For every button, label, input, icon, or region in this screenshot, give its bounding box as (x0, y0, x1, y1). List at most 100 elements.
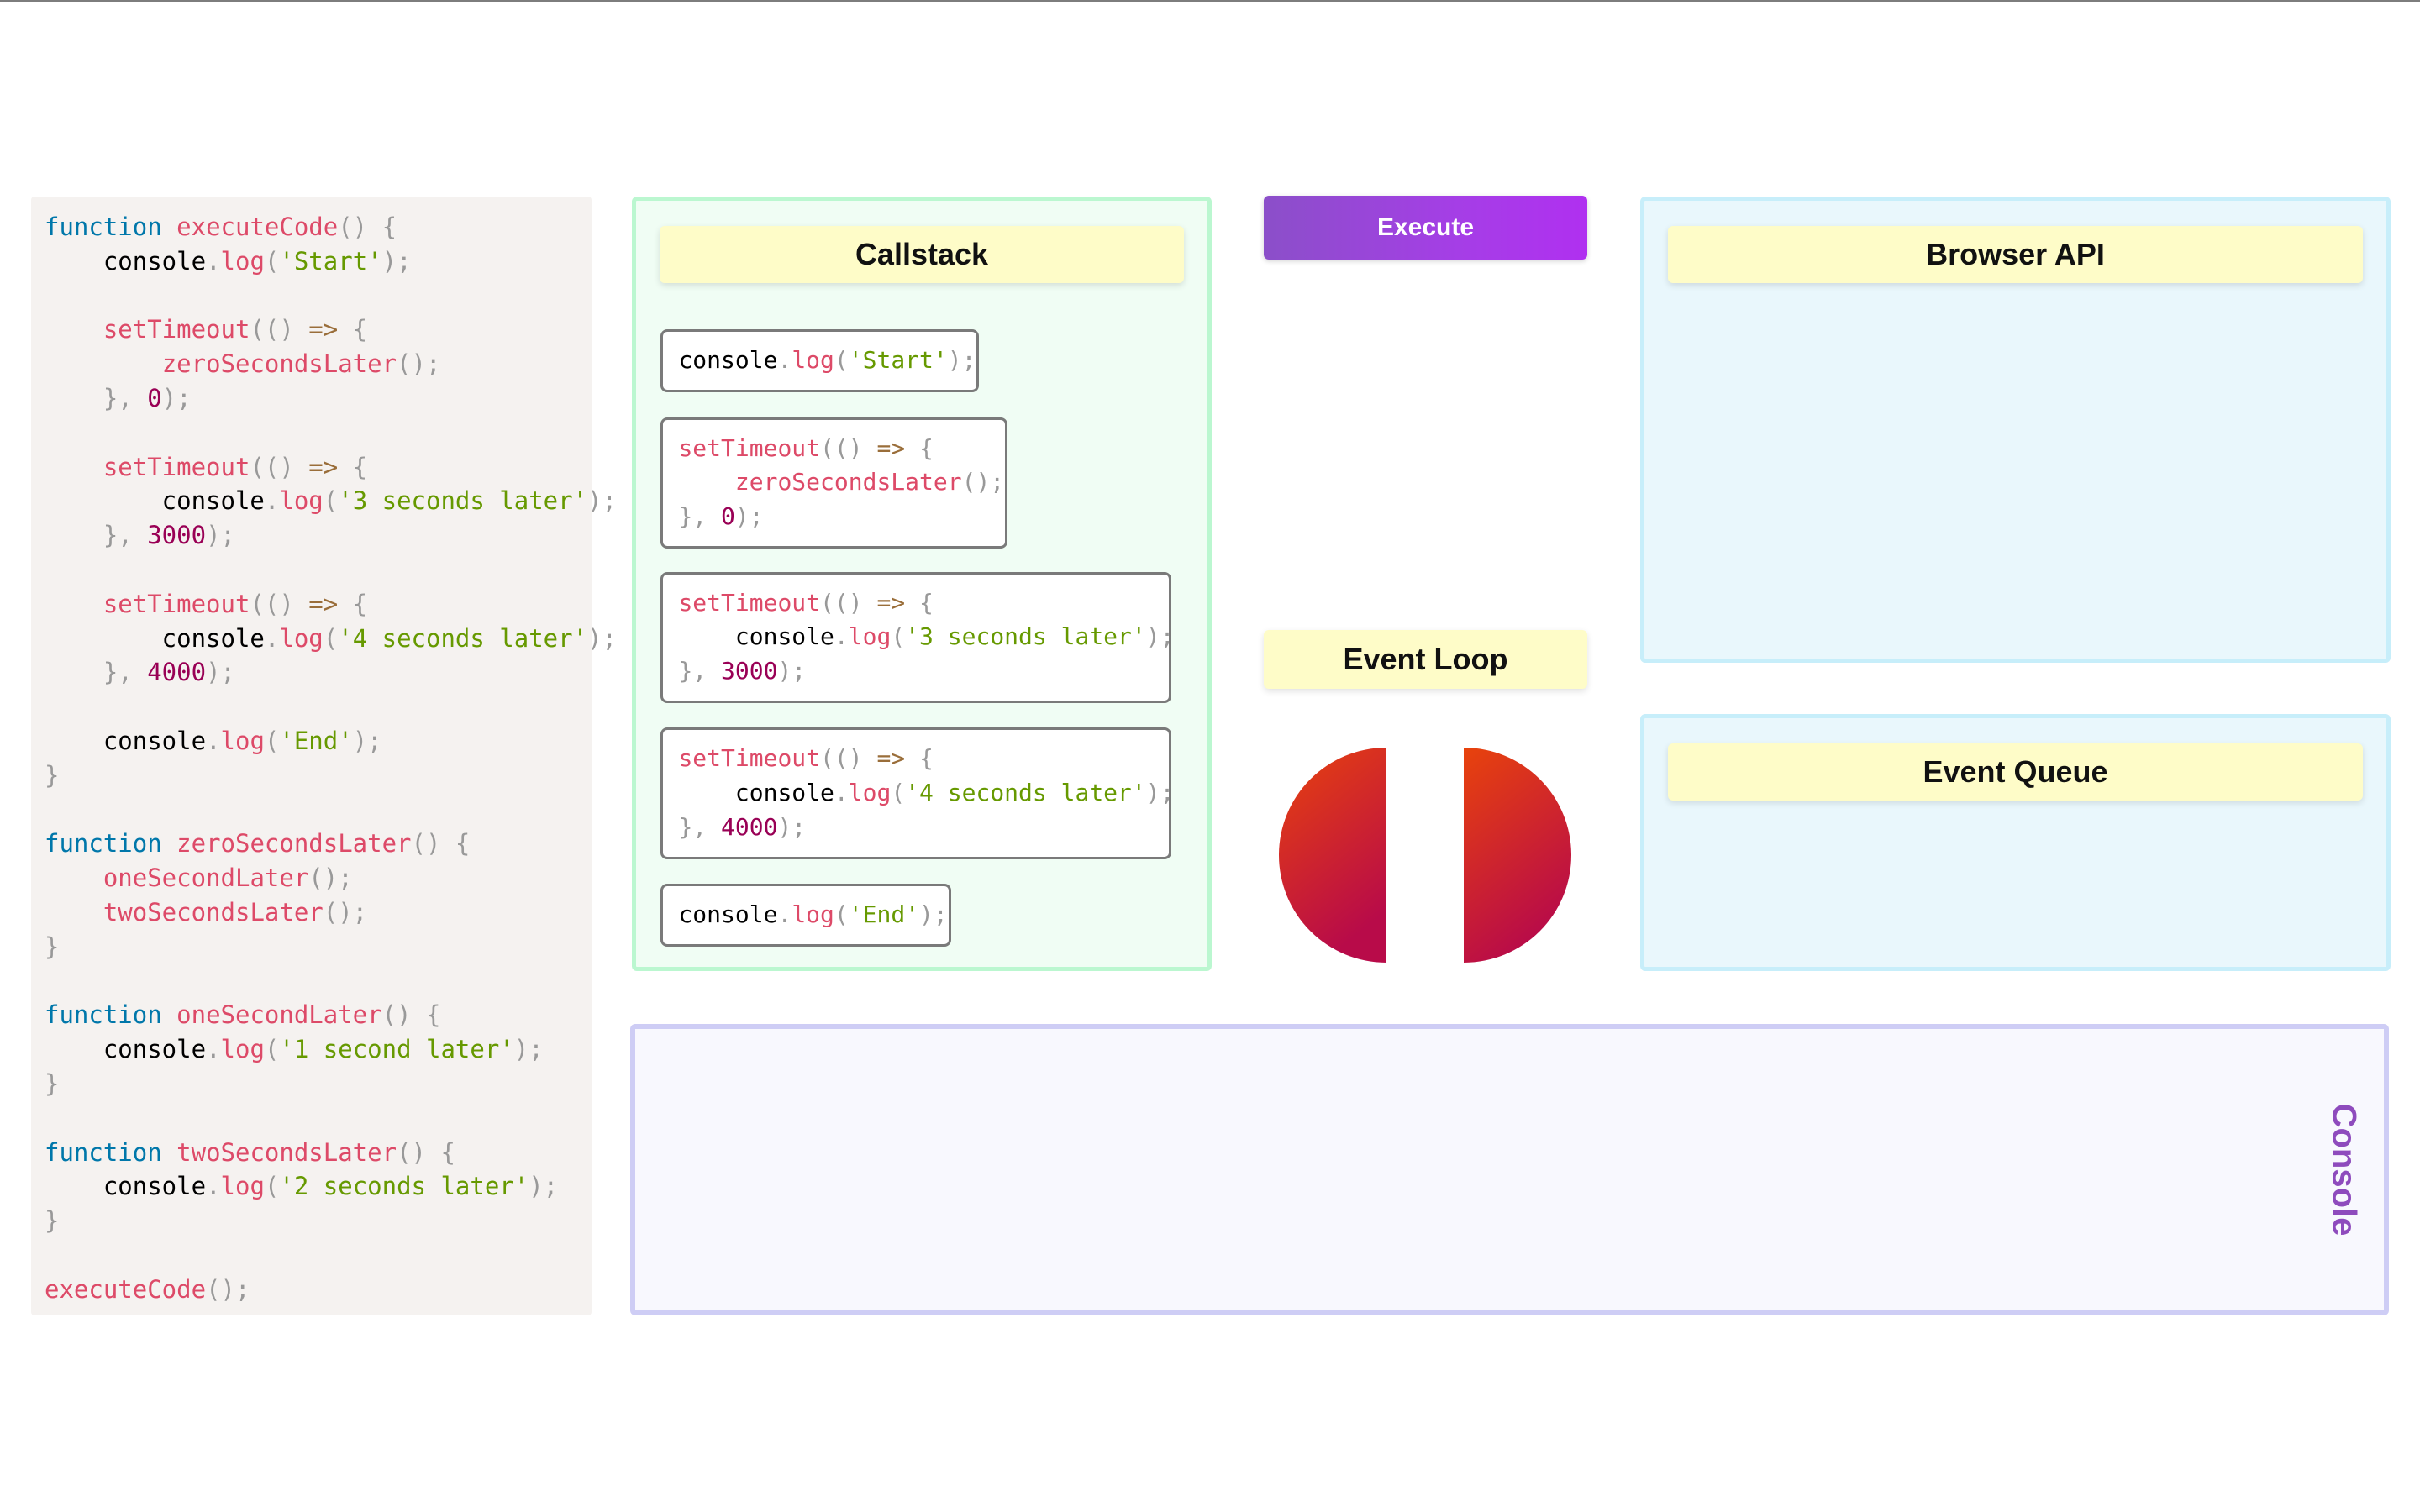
code-token: ); (513, 1035, 544, 1064)
code-token: log (220, 726, 265, 755)
code-token: ); (206, 658, 235, 687)
code-line: console.log('End'); (45, 724, 578, 759)
code-token: console (45, 1035, 207, 1064)
code-token: => (876, 433, 906, 462)
code-token: (() (820, 433, 877, 462)
code-token: zeroSecondsLater (734, 468, 962, 496)
code-editor: function executeCode() { console.log('St… (31, 197, 617, 1315)
code-token: { (905, 744, 934, 773)
code-token: (() (250, 589, 309, 618)
code-token: } (45, 1068, 60, 1098)
code-token (45, 590, 103, 618)
browser-api-title: Browser API (1668, 226, 2363, 283)
callstack-frame: setTimeout(() => { zeroSecondsLater();},… (660, 417, 1007, 549)
code-token: }, (678, 502, 722, 531)
code-token: ); (734, 502, 764, 531)
code-token: => (308, 589, 339, 618)
code-token: '3 seconds later' (338, 486, 588, 516)
code-token: executeCode (45, 1274, 207, 1304)
code-token (162, 1000, 176, 1029)
browser-api-panel: Browser API (1640, 197, 2391, 663)
code-token: }, (45, 521, 148, 550)
callstack-frame-line: }, 3000); (678, 654, 1153, 689)
code-token: . (834, 622, 849, 651)
code-token: (); (206, 1274, 250, 1304)
code-token: (() (820, 588, 877, 617)
code-token: function (45, 829, 162, 858)
callstack-frame-line: console.log('Start'); (678, 344, 976, 378)
code-token: log (220, 1172, 265, 1201)
code-token: . (777, 900, 792, 929)
code-token: ); (529, 1172, 559, 1201)
code-token (678, 468, 734, 496)
code-token: setTimeout (103, 452, 250, 481)
code-token: { (905, 433, 934, 462)
code-token: (() (250, 452, 309, 481)
code-token: console (45, 486, 265, 516)
code-token: console (678, 622, 834, 651)
code-line: setTimeout(() => { (45, 587, 578, 622)
code-token: () { (338, 213, 397, 241)
callstack-frame-line: console.log('End'); (678, 898, 947, 932)
code-token: 3000 (147, 521, 207, 550)
code-token: log (848, 622, 892, 651)
code-token: ( (891, 779, 906, 807)
code-token: (() (820, 744, 877, 773)
code-token: { (338, 589, 368, 618)
code-token: { (905, 588, 934, 617)
code-token: function (45, 213, 162, 241)
code-token: console (678, 779, 834, 807)
callstack-frame: console.log('Start'); (660, 328, 980, 392)
code-token: (() (250, 315, 309, 344)
code-token: oneSecondLater (176, 1000, 382, 1030)
code-token: => (308, 452, 339, 481)
code-token: (); (323, 897, 368, 927)
code-token: { (338, 452, 368, 481)
code-token: ( (323, 623, 339, 653)
code-line (45, 1101, 578, 1136)
code-token: ( (891, 622, 906, 651)
code-token: ( (834, 345, 849, 374)
code-token: => (876, 588, 906, 617)
code-line (45, 690, 578, 724)
event-loop-title: Event Loop (1264, 630, 1587, 689)
console-panel: Console (630, 1024, 2389, 1315)
code-token (162, 1138, 176, 1167)
code-line: twoSecondsLater(); (45, 895, 578, 930)
code-token: 'End' (279, 726, 353, 755)
code-token: . (264, 486, 280, 516)
execute-button[interactable]: Execute (1264, 196, 1587, 260)
top-divider (0, 0, 2420, 2)
code-line (45, 793, 578, 827)
code-line: zeroSecondsLater(); (45, 347, 578, 381)
code-token: . (206, 1035, 221, 1064)
code-token: (); (961, 468, 1005, 496)
code-token: function (45, 1000, 162, 1030)
code-token: twoSecondsLater (176, 1137, 397, 1167)
callstack-frame: setTimeout(() => { console.log('3 second… (660, 571, 1174, 703)
code-token: . (206, 726, 221, 755)
code-token: 4000 (721, 813, 778, 842)
code-token: () { (411, 829, 471, 858)
code-token: ( (264, 726, 280, 755)
code-token (162, 213, 176, 241)
callstack-frame-line: zeroSecondsLater(); (678, 465, 1004, 500)
code-token: executeCode (176, 213, 339, 241)
code-token (162, 829, 176, 858)
code-token: . (834, 779, 849, 807)
code-token: setTimeout (678, 433, 821, 462)
code-line: }, 3000); (45, 518, 578, 553)
code-token (45, 349, 162, 378)
code-line (45, 279, 578, 313)
code-token: }, (678, 657, 722, 685)
code-token: ( (264, 1172, 280, 1201)
code-token: . (206, 1172, 221, 1201)
code-token (45, 864, 103, 892)
code-token: ); (352, 726, 382, 755)
code-token: } (45, 932, 60, 961)
code-token: log (220, 1035, 265, 1064)
code-token: twoSecondsLater (103, 897, 324, 927)
code-token: . (264, 623, 280, 653)
code-line: console.log('4 seconds later'); (45, 622, 617, 656)
code-token: 'Start' (848, 345, 948, 374)
